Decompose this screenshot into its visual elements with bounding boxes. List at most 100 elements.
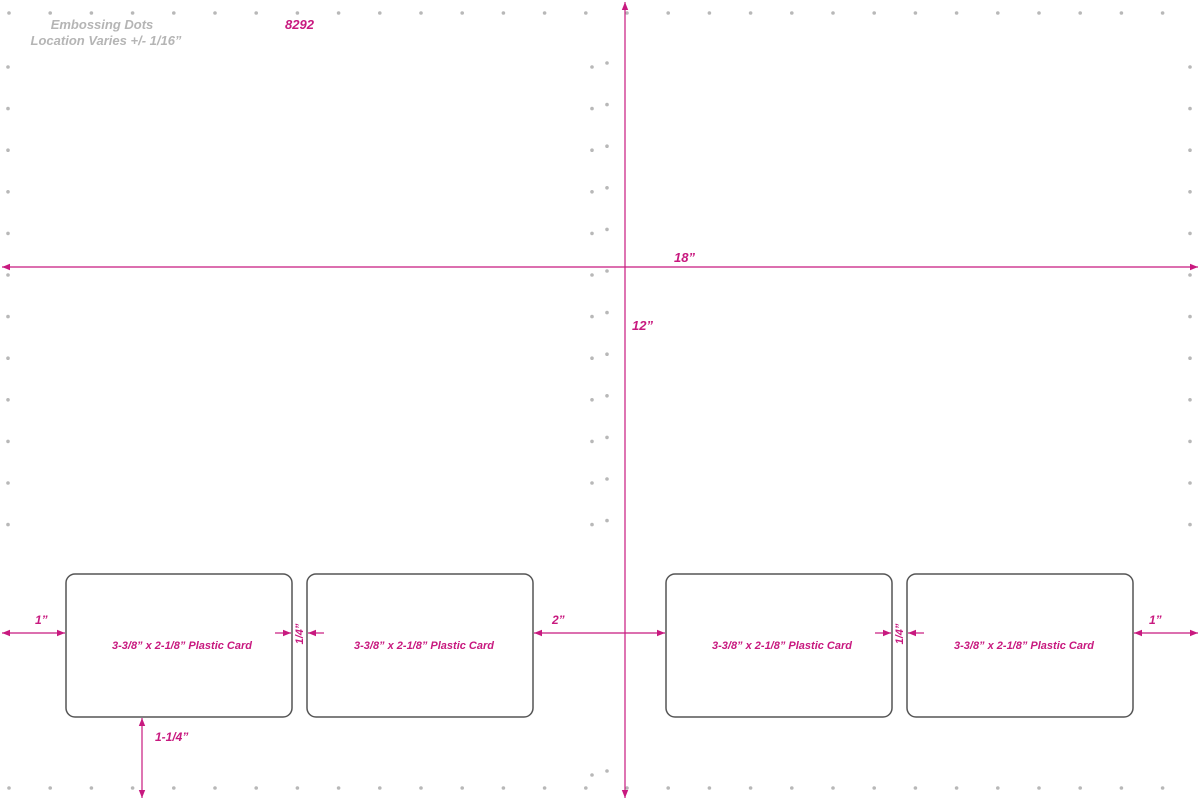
embossing-dot xyxy=(748,11,753,15)
embossing-dot xyxy=(254,11,258,15)
embossing-dot xyxy=(89,786,94,790)
embossing-dot xyxy=(130,11,135,15)
embossing-dot xyxy=(542,11,547,15)
embossing-dot xyxy=(1188,481,1192,485)
embossing-dot xyxy=(605,61,609,65)
right-margin-label: 1” xyxy=(1149,613,1162,627)
embossing-dot xyxy=(1078,11,1082,15)
embossing-dots xyxy=(6,11,1192,790)
embossing-dot xyxy=(1188,148,1192,152)
embossing-dot xyxy=(707,11,712,15)
embossing-dot xyxy=(831,786,835,790)
embossing-dot xyxy=(590,439,594,444)
embossing-dot xyxy=(831,11,835,15)
sheet-height-label: 12” xyxy=(632,318,653,333)
embossing-dot xyxy=(6,148,10,152)
embossing-dot xyxy=(790,11,794,15)
embossing-dot xyxy=(89,11,94,15)
embossing-dot xyxy=(48,11,52,15)
card-4: 3-3/8” x 2-1/8” Plastic Card xyxy=(906,573,1134,718)
gap-right-pair-label: 1/4” xyxy=(894,623,906,644)
embossing-dot xyxy=(1188,106,1192,111)
embossing-dot xyxy=(1160,786,1165,790)
embossing-dot xyxy=(6,356,10,361)
embossing-dot xyxy=(1188,522,1192,527)
embossing-dot xyxy=(254,786,258,790)
embossing-dot xyxy=(378,786,382,790)
embossing-dot xyxy=(605,186,609,190)
embossing-dot xyxy=(584,11,588,15)
embossing-dot xyxy=(605,394,609,398)
embossing-dot xyxy=(590,273,594,277)
embossing-dot xyxy=(419,11,423,15)
center-gap-label: 2” xyxy=(551,613,565,627)
embossing-dot xyxy=(6,398,10,402)
embossing-dot xyxy=(336,786,341,790)
embossing-dot xyxy=(625,11,629,15)
embossing-dot xyxy=(748,786,753,790)
embossing-dot xyxy=(295,11,300,15)
embossing-dot xyxy=(1078,786,1082,790)
embossing-dot xyxy=(1188,439,1192,444)
sheet-width-label: 18” xyxy=(674,250,695,265)
embossing-dot xyxy=(1188,65,1192,69)
card-3: 3-3/8” x 2-1/8” Plastic Card xyxy=(665,573,893,718)
embossing-dot xyxy=(501,11,506,15)
embossing-dot xyxy=(542,786,547,790)
embossing-dot xyxy=(605,310,609,315)
embossing-dot xyxy=(590,481,594,485)
card-1: 3-3/8” x 2-1/8” Plastic Card xyxy=(65,573,293,718)
embossing-dot xyxy=(872,786,876,790)
embossing-dot xyxy=(590,231,594,236)
embossing-dot xyxy=(605,518,609,523)
embossing-dot xyxy=(954,786,959,790)
card-label: 3-3/8” x 2-1/8” Plastic Card xyxy=(112,640,252,652)
embossing-dot xyxy=(605,227,609,232)
left-margin-label: 1” xyxy=(35,613,48,627)
embossing-dot xyxy=(590,522,594,527)
embossing-dot xyxy=(295,786,300,790)
embossing-dot xyxy=(605,435,609,440)
embossing-dot xyxy=(625,786,629,790)
embossing-dot xyxy=(590,398,594,402)
embossing-dot xyxy=(501,786,506,790)
embossing-dot xyxy=(213,11,217,15)
embossing-dot xyxy=(460,786,465,790)
embossing-dot xyxy=(419,786,423,790)
embossing-dot xyxy=(378,11,382,15)
embossing-note-line2: Location Varies +/- 1/16” xyxy=(31,33,182,48)
embossing-dot xyxy=(605,269,609,273)
embossing-dot xyxy=(1188,273,1192,277)
embossing-dot xyxy=(6,65,10,69)
card-label: 3-3/8” x 2-1/8” Plastic Card xyxy=(712,640,852,652)
embossing-dot xyxy=(590,190,594,194)
embossing-dot xyxy=(1188,190,1192,194)
embossing-dot xyxy=(605,477,609,481)
embossing-dot xyxy=(130,786,135,790)
embossing-dot xyxy=(590,314,594,319)
embossing-dot xyxy=(590,356,594,361)
embossing-dot xyxy=(336,11,341,15)
embossing-dot xyxy=(590,148,594,152)
embossing-dot xyxy=(213,786,217,790)
embossing-dot xyxy=(6,439,10,444)
embossing-dot xyxy=(1188,398,1192,402)
embossing-dot xyxy=(590,106,594,111)
card-label: 3-3/8” x 2-1/8” Plastic Card xyxy=(954,640,1094,652)
embossing-dot xyxy=(872,11,876,15)
embossing-dot xyxy=(6,106,10,111)
gap-left-pair-label: 1/4” xyxy=(294,623,306,644)
embossing-dot xyxy=(590,65,594,69)
embossing-dot xyxy=(590,773,594,777)
embossing-dot xyxy=(666,786,670,790)
embossing-dot xyxy=(1188,356,1192,361)
embossing-dot xyxy=(460,11,465,15)
embossing-dot xyxy=(1188,231,1192,236)
embossing-dot xyxy=(605,352,609,357)
embossing-dot xyxy=(7,786,11,790)
embossing-dot xyxy=(6,231,10,236)
embossing-dot xyxy=(666,11,670,15)
embossing-dot xyxy=(605,102,609,107)
card-label: 3-3/8” x 2-1/8” Plastic Card xyxy=(354,640,494,652)
